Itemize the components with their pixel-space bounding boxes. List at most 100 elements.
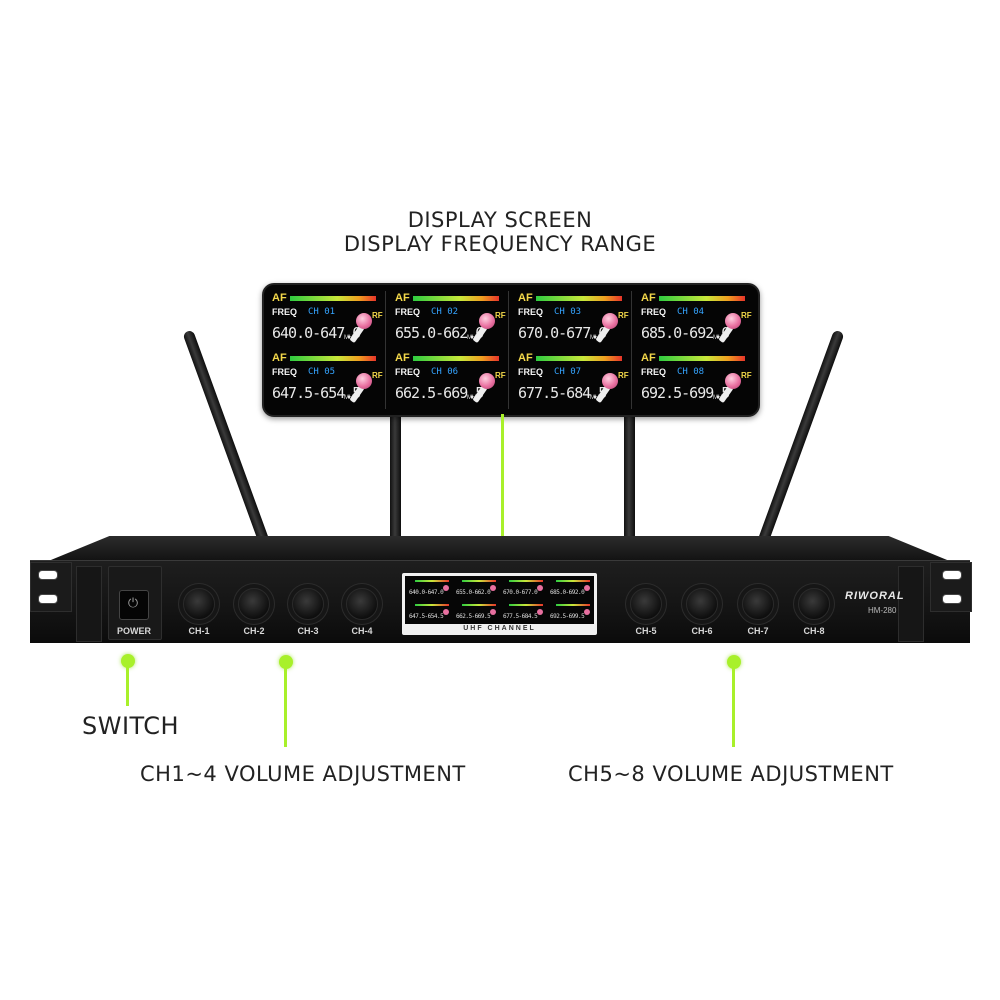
frequency-range: 647.5-654.5 — [272, 384, 361, 402]
antenna-left-inner — [390, 410, 401, 540]
mini-af-bar — [509, 604, 543, 606]
mini-microphone-icon — [584, 585, 590, 591]
display-screen-title: DISPLAY SCREEN — [407, 208, 593, 232]
volume-knob-ch-7[interactable] — [742, 588, 774, 620]
freq-label: FREQ — [395, 367, 421, 377]
mini-microphone-icon — [537, 585, 543, 591]
freq-label: FREQ — [518, 307, 544, 317]
knob-label: CH-4 — [351, 626, 373, 636]
volume-knob-ch-1[interactable] — [183, 588, 215, 620]
frequency-range: 640.0-647.0 — [272, 324, 361, 342]
antenna-left-outer — [182, 329, 269, 542]
volume-knob-ch-8[interactable] — [798, 588, 830, 620]
rf-label: RF — [372, 311, 383, 320]
ch1-4-leader-dot — [279, 655, 293, 669]
af-label: AF — [641, 292, 656, 304]
rf-label: RF — [618, 371, 629, 380]
freq-label: FREQ — [641, 307, 667, 317]
mini-frequency-range: 647.5-654.5 — [409, 613, 444, 620]
knob-label: CH-6 — [691, 626, 713, 636]
mini-af-bar — [509, 580, 543, 582]
side-fin-left — [76, 566, 102, 642]
channel-number: CH 07 — [554, 367, 582, 377]
rf-label: RF — [372, 371, 383, 380]
af-level-bar — [413, 296, 499, 301]
af-level-bar — [413, 356, 499, 361]
af-level-bar — [536, 296, 622, 301]
power-icon: ⏻ — [127, 595, 139, 610]
channel-number: CH 04 — [677, 307, 705, 317]
knob-label: CH-1 — [188, 626, 210, 636]
af-level-bar — [290, 296, 376, 301]
ch1-4-annotation: CH1~4 VOLUME ADJUSTMENT — [140, 762, 466, 786]
mini-microphone-icon — [443, 609, 449, 615]
frequency-range: 677.5-684.5 — [518, 384, 607, 402]
rf-label: RF — [495, 311, 506, 320]
knob-label: CH-7 — [747, 626, 769, 636]
af-label: AF — [272, 292, 287, 304]
rf-label: RF — [495, 371, 506, 380]
mini-display-channel-cell: 685.0-692.0 — [548, 578, 593, 600]
mini-frequency-range: 677.5-684.5 — [503, 613, 538, 620]
mini-af-bar — [556, 604, 590, 606]
microphone-icon — [725, 373, 741, 389]
af-level-bar — [290, 356, 376, 361]
rf-label: RF — [741, 311, 752, 320]
frequency-range: 655.0-662.0 — [395, 324, 484, 342]
microphone-icon — [602, 373, 618, 389]
af-label: AF — [272, 352, 287, 364]
volume-knob-ch-2[interactable] — [238, 588, 270, 620]
power-label: POWER — [116, 626, 151, 636]
mini-microphone-icon — [443, 585, 449, 591]
side-fin-right — [898, 566, 924, 642]
display-leader-line — [501, 414, 504, 560]
mini-frequency-range: 655.0-662.0 — [456, 589, 491, 596]
mini-display-channel-cell: 670.0-677.0 — [501, 578, 546, 600]
ch5-8-leader-dot — [727, 655, 741, 669]
freq-label: FREQ — [272, 367, 298, 377]
freq-label: FREQ — [395, 307, 421, 317]
volume-knob-ch-3[interactable] — [292, 588, 324, 620]
volume-knob-ch-4[interactable] — [346, 588, 378, 620]
antenna-right-inner — [624, 410, 635, 540]
freq-label: FREQ — [641, 367, 667, 377]
knob-label: CH-2 — [243, 626, 265, 636]
power-switch[interactable]: ⏻ — [119, 590, 149, 620]
mini-display-channel-cell: 655.0-662.0 — [454, 578, 499, 600]
rack-slot-left-top — [38, 570, 58, 580]
freq-label: FREQ — [272, 307, 298, 317]
channel-number: CH 02 — [431, 307, 459, 317]
mini-frequency-range: 670.0-677.0 — [503, 589, 538, 596]
mini-microphone-icon — [537, 609, 543, 615]
volume-knob-ch-6[interactable] — [686, 588, 718, 620]
rack-slot-right-bottom — [942, 594, 962, 604]
mini-display-channel-cell: 662.5-669.5 — [454, 602, 499, 624]
switch-leader-line — [126, 664, 129, 706]
microphone-icon — [602, 313, 618, 329]
model-number: HM-280 — [868, 606, 897, 615]
af-label: AF — [518, 352, 533, 364]
microphone-icon — [356, 373, 372, 389]
mini-microphone-icon — [490, 585, 496, 591]
channel-number: CH 05 — [308, 367, 336, 377]
mini-microphone-icon — [584, 609, 590, 615]
switch-leader-dot — [121, 654, 135, 668]
frequency-range: 692.5-699.5 — [641, 384, 730, 402]
freq-label: FREQ — [518, 367, 544, 377]
rack-slot-left-bottom — [38, 594, 58, 604]
af-label: AF — [395, 292, 410, 304]
antenna-right-outer — [758, 329, 845, 542]
volume-knob-ch-5[interactable] — [630, 588, 662, 620]
rf-label: RF — [741, 371, 752, 380]
mini-display-channel-cell: 640.0-647.0 — [407, 578, 452, 600]
af-level-bar — [536, 356, 622, 361]
channel-number: CH 01 — [308, 307, 336, 317]
knob-label: CH-5 — [635, 626, 657, 636]
